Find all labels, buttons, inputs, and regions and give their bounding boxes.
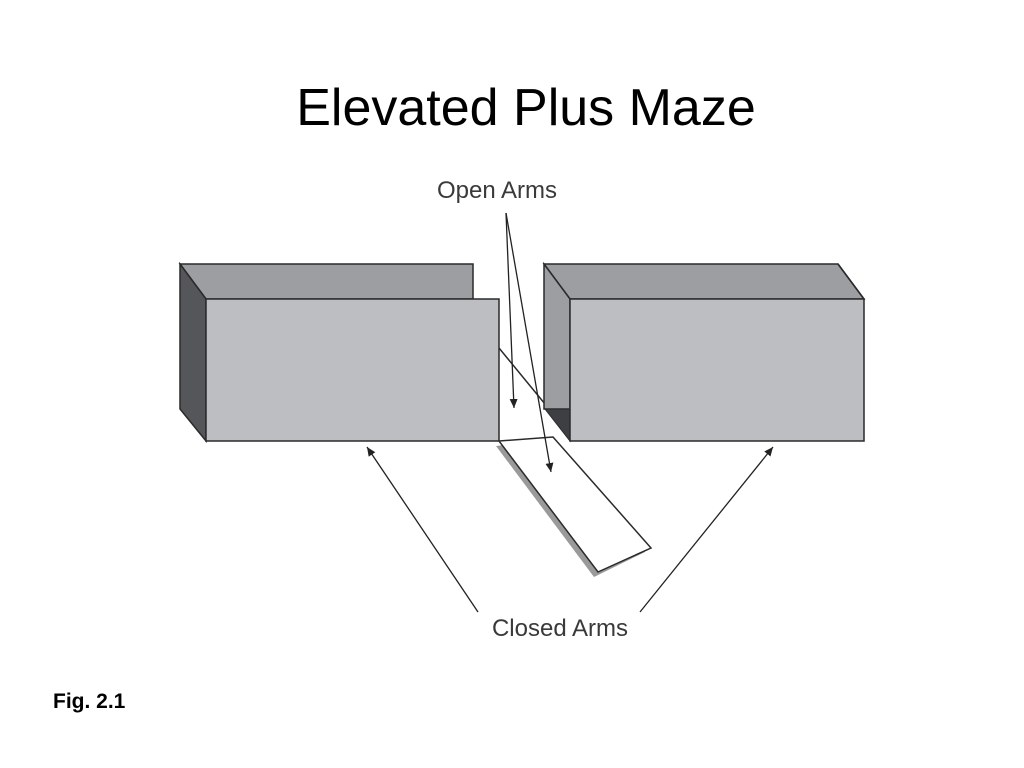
closed-arm-left <box>178 261 500 444</box>
closed-arms-label: Closed Arms <box>492 615 628 642</box>
open-arms-pointers <box>505 212 554 473</box>
closed-arms-pointers <box>366 446 774 613</box>
closed-arm-right <box>542 261 866 443</box>
open-arm-front <box>496 436 653 577</box>
open-arms-label: Open Arms <box>437 177 557 204</box>
figure-caption: Fig. 2.1 <box>53 690 126 713</box>
slide-title: Elevated Plus Maze <box>296 79 756 137</box>
